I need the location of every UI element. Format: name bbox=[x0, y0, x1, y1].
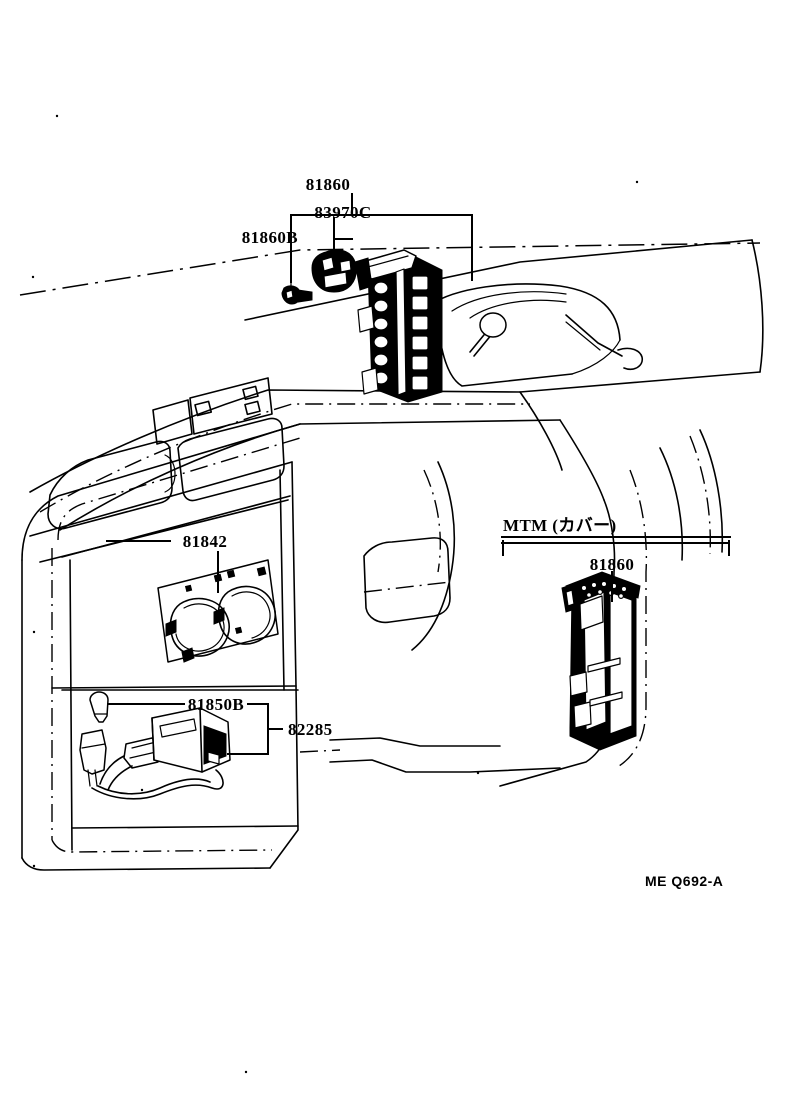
label-81850b: 81850B bbox=[188, 695, 244, 714]
label-81842: 81842 bbox=[183, 532, 228, 551]
leader-81860 bbox=[290, 193, 473, 283]
leader-82285 bbox=[227, 703, 283, 755]
scan-artifact-dots bbox=[31, 114, 639, 1074]
label-81860-mtm: 81860 bbox=[590, 555, 635, 574]
junction-block-81860[interactable] bbox=[354, 249, 443, 403]
dash-vent-panel bbox=[47, 377, 285, 530]
clip-grommet-81860b[interactable] bbox=[281, 280, 313, 305]
lower-dash-panel bbox=[21, 423, 301, 871]
junction-block-cover-81860[interactable] bbox=[561, 571, 641, 751]
heater-control-panel-81842[interactable] bbox=[157, 559, 279, 663]
wire-harness-assembly-82285[interactable] bbox=[79, 691, 231, 800]
label-mtm-cover: MTM (カバー) bbox=[503, 516, 617, 535]
bracket-mtm bbox=[501, 536, 731, 556]
drawing-reference-code: ME Q692-A bbox=[645, 873, 723, 889]
center-console-outline bbox=[299, 461, 561, 773]
label-81860-top: 81860 bbox=[306, 175, 351, 194]
leader-81842 bbox=[106, 540, 219, 593]
round-relay-83970c[interactable] bbox=[311, 245, 357, 293]
label-83970c: 83970C bbox=[314, 203, 371, 222]
dashboard-outline bbox=[19, 239, 764, 531]
label-81860b: 81860B bbox=[242, 228, 298, 247]
label-82285: 82285 bbox=[288, 720, 333, 739]
